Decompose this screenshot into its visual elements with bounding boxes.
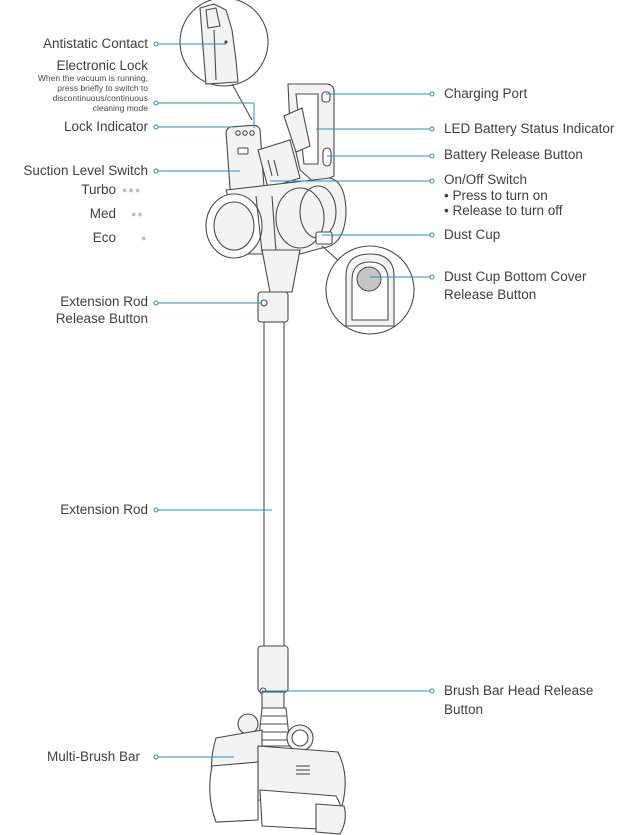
label-eco: Eco [92,230,116,245]
label-dust-cup: Dust Cup [444,227,501,242]
label-extension-rod-release-2: Release Button [55,311,148,326]
label-on-off-switch: On/Off Switch [444,172,528,187]
motor-body [205,177,347,293]
label-suction-level-switch: Suction Level Switch [23,163,148,178]
label-turbo: Turbo [81,182,116,197]
label-antistatic-contact: Antistatic Contact [42,36,148,51]
label-charging-port: Charging Port [444,86,528,101]
leader-lines-right [262,91,435,694]
handle [225,83,335,194]
on-off-press-on: • Press to turn on [444,188,548,203]
label-electronic-lock: Electronic Lock [56,58,148,73]
extension-rod [257,291,289,711]
brush-head [209,707,346,835]
label-brush-head-release-1: Brush Bar Head Release [444,683,594,698]
magnifier-dust-cup [321,245,415,335]
med-indicator-dots: ●● [131,209,144,219]
electronic-lock-note-3: discontinuous/continuous [52,93,148,103]
eco-indicator-dot: ● [141,233,148,243]
label-dust-cup-bottom-2: Release Button [444,287,537,302]
label-led-battery-status: LED Battery Status Indicator [444,121,615,136]
electronic-lock-note-2: press briefly to switch to [57,83,148,93]
electronic-lock-note-1: When the vacuum is running, [37,73,148,83]
leader-lines-left [153,41,272,760]
electronic-lock-note-4: cleaning mode [92,103,148,113]
label-med: Med [89,206,116,221]
label-dust-cup-bottom-1: Dust Cup Bottom Cover [444,269,587,284]
on-off-release-off: • Release to turn off [444,203,563,218]
label-extension-rod: Extension Rod [60,502,148,517]
label-extension-rod-release-1: Extension Rod [60,294,148,309]
label-battery-release: Battery Release Button [444,147,583,162]
label-lock-indicator: Lock Indicator [63,119,148,134]
turbo-indicator-dots: ●●● [122,185,142,195]
magnifier-top [179,0,269,121]
label-multi-brush-bar: Multi-Brush Bar [46,749,140,764]
label-brush-head-release-2: Button [444,702,484,717]
